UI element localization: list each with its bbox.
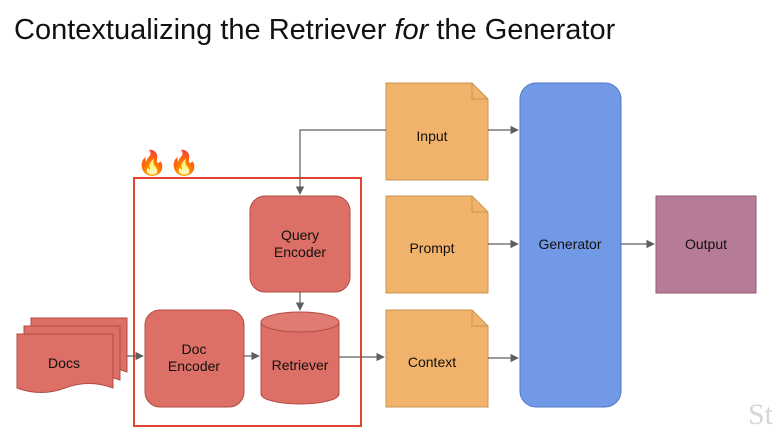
prompt-doc-shape — [385, 195, 489, 294]
doc-encoder-label-line2: Encoder — [168, 358, 220, 374]
retriever-node: Retriever — [260, 311, 340, 405]
output-node: Output — [655, 195, 757, 294]
retriever-label: Retriever — [272, 357, 329, 373]
query-encoder-label-line2: Encoder — [274, 244, 326, 260]
input-doc-shape — [385, 82, 489, 181]
retriever-highlight-box — [133, 177, 362, 427]
generator-label: Generator — [538, 236, 601, 252]
prompt-label: Prompt — [409, 240, 454, 256]
slide-title: Contextualizing the Retriever for the Ge… — [14, 14, 615, 47]
retriever-cylinder-top — [260, 311, 340, 333]
title-text-after: the Generator — [428, 14, 616, 46]
docs-node: Docs — [16, 317, 128, 393]
input-node: Input — [385, 82, 489, 181]
input-label: Input — [416, 128, 447, 144]
context-node: Context — [385, 309, 489, 408]
watermark-logo: St — [748, 398, 773, 431]
connectors — [127, 125, 655, 363]
fire-icon: 🔥 — [169, 149, 199, 177]
context-label: Context — [408, 354, 456, 370]
doc-encoder-label-line1: Doc — [182, 341, 207, 357]
doc-encoder-node: Doc Encoder — [144, 309, 245, 408]
arrow-input-to-query-encoder — [295, 129, 386, 195]
query-encoder-label-line1: Query — [281, 227, 319, 243]
fire-icon: 🔥 — [137, 149, 167, 177]
context-doc-fold — [471, 310, 488, 327]
generator-node: Generator — [519, 82, 622, 408]
query-encoder-node: Query Encoder — [249, 195, 351, 293]
doc-encoder-box — [144, 309, 245, 408]
retriever-cylinder-body — [260, 322, 340, 405]
title-emphasis: for — [394, 14, 429, 46]
prompt-doc-fold — [471, 196, 488, 213]
title-text-before: Contextualizing the Retriever — [14, 14, 395, 46]
output-label: Output — [685, 236, 727, 252]
generator-box — [519, 82, 622, 408]
prompt-node: Prompt — [385, 195, 489, 294]
input-doc-fold — [471, 83, 488, 100]
context-doc-shape — [385, 309, 489, 408]
docs-stack-front — [16, 333, 114, 393]
docs-label: Docs — [48, 355, 80, 371]
output-box — [655, 195, 757, 294]
